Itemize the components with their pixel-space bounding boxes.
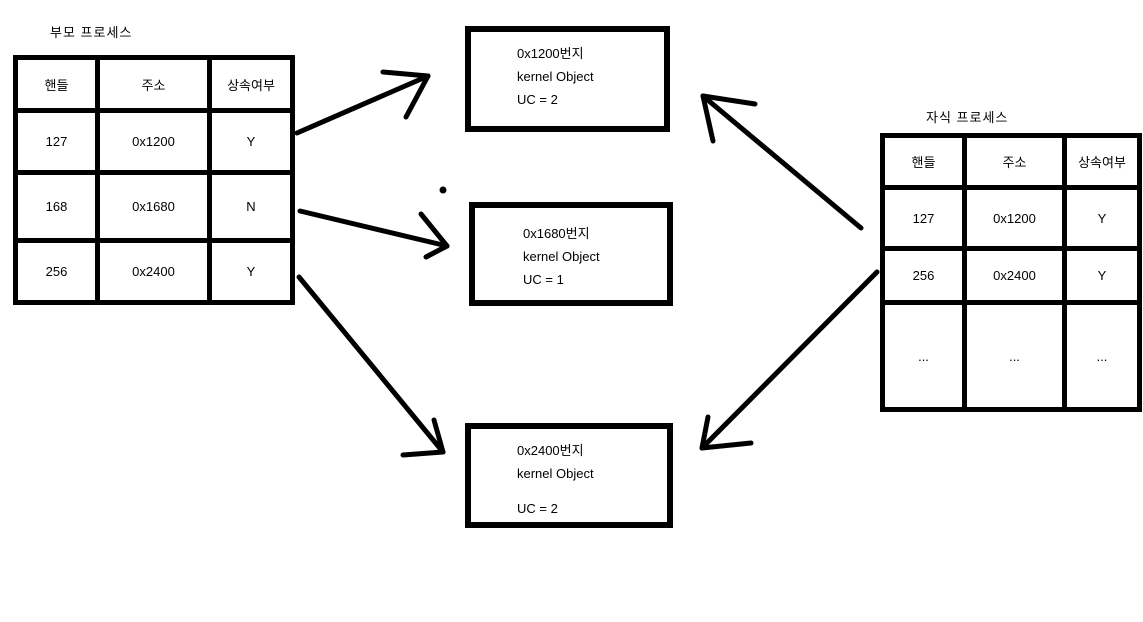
cell-address: 0x2400 <box>95 238 212 305</box>
parent-process-table: 핸들 주소 상속여부 127 0x1200 Y 168 0x1680 N 256… <box>13 55 295 305</box>
kernel-object-usage-count: UC = 2 <box>517 501 558 516</box>
table-row: 168 0x1680 N <box>13 170 295 243</box>
kernel-object-address: 0x1200번지 <box>517 46 584 61</box>
cell-inherit: Y <box>207 108 295 175</box>
cell-handle: ... <box>880 300 967 412</box>
column-header-inherit: 상속여부 <box>1062 133 1142 190</box>
kernel-object-type: kernel Object <box>523 249 600 264</box>
cell-inherit: N <box>207 170 295 243</box>
cell-handle: 127 <box>13 108 100 175</box>
child-process-label: 자식 프로세스 <box>926 110 1009 125</box>
cell-inherit: Y <box>207 238 295 305</box>
child-process-table: 핸들 주소 상속여부 127 0x1200 Y 256 0x2400 Y ...… <box>880 133 1142 412</box>
column-header-handle: 핸들 <box>880 133 967 190</box>
table-row: 256 0x2400 Y <box>880 246 1142 305</box>
arrow-parent256-to-kernel0x2400 <box>296 274 446 458</box>
table-row: 127 0x1200 Y <box>13 108 295 175</box>
table-row: ... ... ... <box>880 300 1142 412</box>
kernel-object-type: kernel Object <box>517 69 594 84</box>
stray-dot <box>439 186 447 194</box>
cell-address: 0x1680 <box>95 170 212 243</box>
column-header-address: 주소 <box>962 133 1067 190</box>
arrow-parent127-to-kernel0x1200 <box>294 69 431 136</box>
cell-handle: 127 <box>880 185 967 251</box>
kernel-object-usage-count: UC = 1 <box>523 272 564 287</box>
parent-process-label: 부모 프로세스 <box>50 25 133 40</box>
column-header-handle: 핸들 <box>13 55 100 113</box>
table-header-row: 핸들 주소 상속여부 <box>13 55 295 113</box>
cell-handle: 256 <box>13 238 100 305</box>
arrow-child256-to-kernel0x2400 <box>699 269 880 451</box>
kernel-object-type: kernel Object <box>517 466 594 481</box>
cell-address: ... <box>962 300 1067 412</box>
kernel-object-usage-count: UC = 2 <box>517 92 558 107</box>
kernel-object-address: 0x2400번지 <box>517 443 584 458</box>
table-header-row: 핸들 주소 상속여부 <box>880 133 1142 190</box>
arrow-parent168-to-kernel0x1680 <box>297 208 450 260</box>
cell-inherit: Y <box>1062 246 1142 305</box>
cell-address: 0x1200 <box>962 185 1067 251</box>
kernel-object-box-0x2400: 0x2400번지 kernel Object UC = 2 <box>465 423 673 528</box>
table-row: 127 0x1200 Y <box>880 185 1142 251</box>
column-header-address: 주소 <box>95 55 212 113</box>
cell-handle: 256 <box>880 246 967 305</box>
cell-inherit: ... <box>1062 300 1142 412</box>
cell-handle: 168 <box>13 170 100 243</box>
arrow-child127-to-kernel0x1200 <box>700 93 864 231</box>
kernel-object-address: 0x1680번지 <box>523 226 590 241</box>
kernel-object-box-0x1680: 0x1680번지 kernel Object UC = 1 <box>469 202 673 306</box>
cell-address: 0x2400 <box>962 246 1067 305</box>
kernel-object-box-0x1200: 0x1200번지 kernel Object UC = 2 <box>465 26 670 132</box>
cell-address: 0x1200 <box>95 108 212 175</box>
cell-inherit: Y <box>1062 185 1142 251</box>
column-header-inherit: 상속여부 <box>207 55 295 113</box>
table-row: 256 0x2400 Y <box>13 238 295 305</box>
